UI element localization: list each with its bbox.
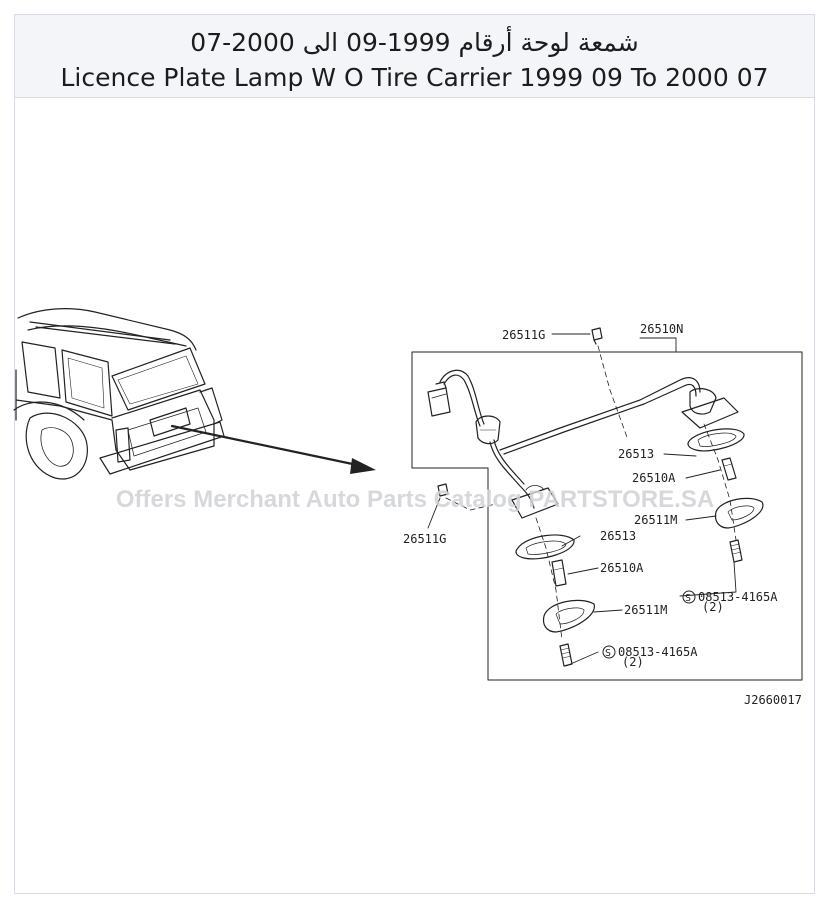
leader-lines (427, 333, 737, 667)
label-08513-right-qty: (2) (702, 600, 724, 614)
label-26513-left: 26513 (600, 529, 636, 543)
label-26511g-top: 26511G (502, 328, 545, 342)
label-08513-left-qty: (2) (622, 655, 644, 669)
label-26510n: 26510N (640, 322, 683, 336)
label-26511g-left: 26511G (403, 532, 446, 546)
screw-symbols (602, 590, 696, 659)
title-arabic: شمعة لوحة أرقام 1999-09 الى 2000-07 (190, 28, 639, 57)
vehicle-illustration (13, 308, 225, 480)
screw-symbol-left (602, 645, 616, 659)
screw-symbol-right-text: S (685, 593, 691, 604)
screw-symbol-left-text: S (605, 648, 611, 659)
right-lamp-parts (591, 327, 764, 563)
figure-code: J2660017 (744, 693, 802, 707)
label-08513-left: 08513-4165A (618, 645, 698, 659)
label-26510a-left: 26510A (600, 561, 644, 575)
wire-harness (427, 369, 739, 519)
title-english: Licence Plate Lamp W O Tire Carrier 1999… (60, 63, 769, 92)
page-frame: شمعة لوحة أرقام 1999-09 الى 2000-07 Lice… (14, 14, 815, 894)
label-26511m-right: 26511M (634, 513, 677, 527)
label-26510a-right: 26510A (632, 471, 676, 485)
label-26511m-left: 26511M (624, 603, 667, 617)
label-08513-right: 08513-4165A (698, 590, 778, 604)
pointer-arrow (170, 424, 376, 474)
watermark: Offers Merchant Auto Parts Catalog PARTS… (116, 486, 714, 513)
screw-symbol-right (682, 590, 696, 604)
parts-frame (411, 351, 803, 681)
part-labels: 26511G 26510N 26513 26510A 26511M 08513-… (403, 322, 802, 707)
label-26513-right: 26513 (618, 447, 654, 461)
page-header: شمعة لوحة أرقام 1999-09 الى 2000-07 Lice… (15, 15, 814, 98)
